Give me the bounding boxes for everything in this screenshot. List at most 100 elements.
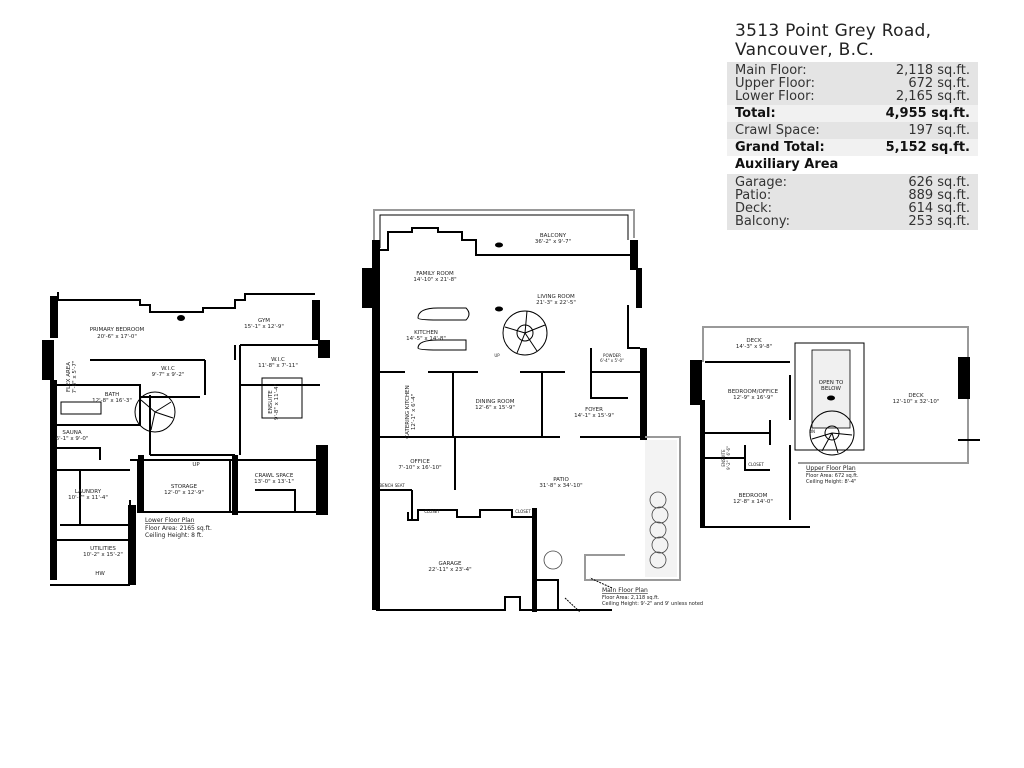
room-name: ENSUITE	[721, 449, 726, 467]
room-dims: 22'-11" x 23'-4"	[428, 567, 471, 573]
main-plan-title: Main Floor Plan	[602, 587, 648, 594]
room-dims: 10'-7" x 11'-4"	[68, 495, 108, 501]
aux-row: Deck: 614 sq.ft.	[727, 202, 978, 215]
room-dims: 12'-8" x 16'-3"	[92, 398, 132, 404]
area-value: 5,152 sq.ft.	[885, 140, 970, 155]
room-name: DECK	[908, 393, 924, 399]
room-dims: 7'-10" x 16'-10"	[398, 465, 441, 471]
room-name: BATH	[105, 392, 120, 398]
stair-down-label: DN	[809, 429, 815, 434]
room-name: UTILITIES	[90, 546, 116, 552]
room-dims: 6'-1" x 9'-0"	[56, 436, 89, 442]
closet-label: CLOSET	[515, 509, 531, 514]
room-dims: 14'-3" x 9'-8"	[736, 344, 772, 350]
room-dims: 9'-2" x 6'-6"	[726, 446, 731, 470]
closet-label: CLOSET	[424, 509, 440, 514]
aux-row: Garage: 626 sq.ft.	[727, 176, 978, 189]
area-value: 2,165 sq.ft.	[895, 89, 970, 104]
room-dims: 11'-8" x 7'-11"	[258, 363, 298, 369]
room-name: GYM	[258, 318, 270, 324]
room-dims: 13'-0" x 13'-1"	[254, 479, 294, 485]
room-name: CRAWL SPACE	[255, 473, 294, 479]
room-name: BEDROOM	[739, 493, 768, 499]
room-dims: 12'-0" x 12'-9"	[164, 490, 204, 496]
area-label: Garage:	[735, 175, 787, 190]
area-value: 672 sq.ft.	[908, 76, 970, 91]
room-name: CATERING KITCHEN	[405, 385, 411, 438]
area-label: Main Floor:	[735, 63, 807, 78]
room-name: OFFICE	[410, 459, 430, 465]
room-name: PATIO	[553, 477, 569, 483]
lower-plan-title: Lower Floor Plan	[145, 517, 195, 524]
room-dims: 14'-10" x 21'-8"	[413, 277, 456, 283]
room-dims: 12'-9" x 16'-9"	[733, 395, 773, 401]
address-line-1: 3513 Point Grey Road,	[735, 21, 932, 41]
area-value: 253 sq.ft.	[908, 214, 970, 229]
area-label: Deck:	[735, 201, 773, 216]
area-label: Balcony:	[735, 214, 790, 229]
room-name: PRIMARY BEDROOM	[90, 327, 145, 333]
upper-plan-ceiling: Ceiling Height: 8'-4"	[806, 479, 856, 485]
main-floor-plan: BALCONY 36'-2" x 9'-7" FAMILY ROOM 14'-1…	[362, 209, 703, 613]
area-value: 614 sq.ft.	[908, 201, 970, 216]
area-value: 2,118 sq.ft.	[895, 63, 970, 78]
room-name: KITCHEN	[414, 330, 438, 336]
area-row-lower: Lower Floor: 2,165 sq.ft.	[727, 90, 978, 103]
room-dims: 14'-5" x 14'-8"	[406, 336, 446, 342]
area-row-total: Total:4,955 sq.ft.	[727, 105, 978, 122]
room-dims: 12'-6" x 15'-9"	[475, 405, 515, 411]
room-name: ENSUITE	[268, 390, 274, 414]
room-name: DINING ROOM	[476, 399, 515, 405]
address-line-2: Vancouver, B.C.	[735, 40, 875, 60]
room-dims: 6'-4" x 5'-0"	[600, 358, 624, 363]
area-row-grand-total: Grand Total: 5,152 sq.ft.	[727, 139, 978, 156]
room-name: FAMILY ROOM	[416, 271, 454, 277]
auxiliary-areas: Garage:626 sq.ft. Patio:889 sq.ft. Deck:…	[727, 174, 978, 230]
room-dims: 7'-8" x 5'-7"	[72, 361, 78, 394]
area-row-upper: Upper Floor: 672 sq.ft.	[727, 77, 978, 90]
lower-floor-plan: PRIMARY BEDROOM 20'-6" x 17'-0" GYM 15'-…	[42, 292, 330, 586]
closet-label: CLOSET	[748, 462, 764, 467]
area-value: 626 sq.ft.	[908, 175, 970, 190]
room-dims: 20'-6" x 17'-0"	[97, 334, 137, 340]
bench-seat-label: BENCH SEAT	[379, 483, 405, 488]
aux-row: Balcony: 253 sq.ft.	[727, 215, 978, 228]
room-name: FOYER	[585, 407, 603, 413]
room-dims: 21'-3" x 22'-5"	[536, 300, 576, 306]
room-name: BALCONY	[540, 233, 567, 239]
room-name: W.I.C	[161, 366, 175, 372]
area-row-main: Main Floor: 2,118 sq.ft.	[727, 64, 978, 77]
room-dims: 15'-1" x 12'-9"	[244, 324, 284, 330]
main-plan-area: Floor Area: 2,118 sq.ft.	[602, 595, 660, 601]
room-name: SAUNA	[62, 430, 81, 436]
room-dims: 10'-2" x 15'-2"	[83, 552, 123, 558]
room-name: GARAGE	[438, 561, 462, 567]
upper-plan-area: Floor Area: 672 sq.ft.	[806, 473, 859, 479]
stair-up-label: UP	[192, 462, 200, 468]
floor-areas: Main Floor: 2,118 sq.ft. Upper Floor: 672 …	[727, 62, 978, 105]
room-name: BEDROOM/OFFICE	[728, 389, 779, 395]
room-dims: 14'-1" x 15'-9"	[574, 413, 614, 419]
area-label: Grand Total:	[735, 140, 825, 155]
room-name: LAUNDRY	[75, 489, 102, 495]
room-dims: BELOW	[821, 386, 841, 392]
room-dims: 36'-2" x 9'-7"	[535, 239, 571, 245]
area-value: 889 sq.ft.	[908, 188, 970, 203]
room-name: STORAGE	[171, 484, 198, 490]
auxiliary-heading: Auxiliary Area	[735, 157, 839, 172]
room-dims: 9'-7" x 9'-2"	[152, 372, 185, 378]
room-dims: 12'-10" x 32'-10"	[893, 399, 940, 405]
room-name: POWDER	[603, 353, 621, 358]
area-label: Lower Floor:	[735, 89, 815, 104]
room-name: W.I.C	[271, 357, 285, 363]
room-name: FLEX AREA	[66, 362, 72, 392]
lower-plan-ceiling: Ceiling Height: 8 ft.	[145, 532, 203, 539]
area-row-crawl: Crawl Space:197 sq.ft.	[727, 122, 978, 139]
area-label: Total:	[735, 106, 776, 121]
area-label: Upper Floor:	[735, 76, 815, 91]
room-name: DECK	[746, 338, 762, 344]
room-dims: 12'-8" x 14'-0"	[733, 499, 773, 505]
upper-floor-plan: DECK 14'-3" x 9'-8" BEDROOM/OFFICE 12'-9…	[690, 326, 980, 528]
